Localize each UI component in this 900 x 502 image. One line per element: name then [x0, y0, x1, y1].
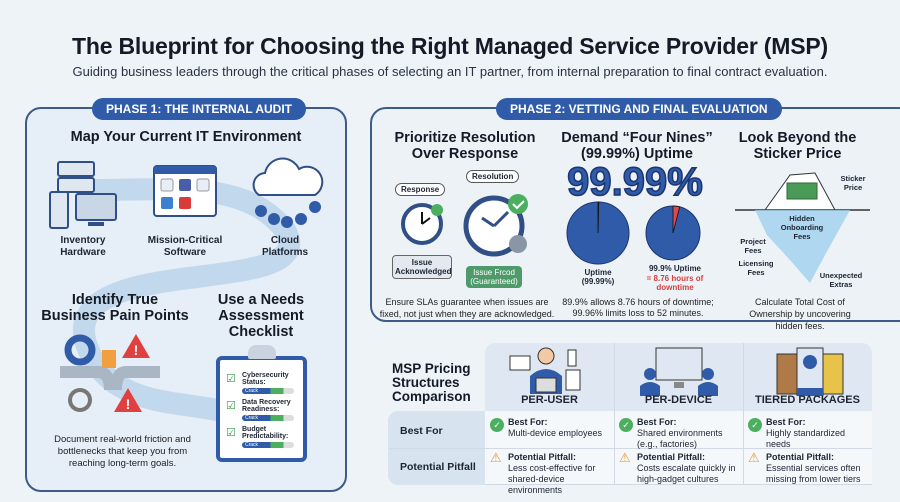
- app-window-icon: [153, 165, 217, 217]
- best-for-heading: Best For:: [508, 417, 548, 427]
- tiered-packages-icon: [776, 347, 844, 396]
- warning-icon: ⚠: [619, 450, 631, 465]
- cell-per-device-pitfall: ⚠ Potential Pitfall:Costs escalate quickl…: [619, 450, 743, 485]
- iceberg-icon: [735, 172, 870, 283]
- checklist-label: Budget Predictability:: [242, 426, 289, 440]
- phase2-badge: PHASE 2: VETTING AND FINAL EVALUATION: [496, 98, 782, 120]
- cell-tiered-pitfall: ⚠ Potential Pitfall:Essential services of…: [748, 450, 872, 485]
- pie-uptime-9999-downtime-slice: [597, 201, 600, 234]
- best-for-heading: Best For:: [637, 417, 677, 427]
- best-for-text: Highly standardized needs: [766, 428, 846, 449]
- uptime-big-number: 99.99%: [566, 159, 703, 205]
- warning-icon: ⚠: [748, 450, 760, 465]
- checkbox-icon: ☑: [226, 373, 236, 385]
- pitfall-heading: Potential Pitfall:: [508, 452, 577, 462]
- map-item-hardware: Inventory Hardware: [60, 235, 106, 258]
- per-user-icon: [509, 347, 581, 394]
- uptime-pies: [566, 201, 701, 265]
- pitfall-text: Essential services often missing from lo…: [766, 463, 861, 484]
- pitfall-text: Less cost-effective for shared-device en…: [508, 463, 596, 495]
- map-item-cloud: Cloud Platforms: [261, 235, 309, 258]
- pitfall-heading: Potential Pitfall:: [766, 452, 835, 462]
- check-circle-icon: ✓: [619, 418, 633, 432]
- row-label-pitfall: Potential Pitfall: [400, 461, 476, 473]
- response-tag: Response: [395, 183, 446, 196]
- rating-bar: Crack: [242, 415, 294, 421]
- uptime-title: Demand “Four Nines” (99.99%) Uptime: [561, 130, 713, 162]
- small-clock-icon: [401, 203, 443, 245]
- col-per-user: PER-USER: [521, 394, 578, 406]
- checklist-item: ☑ Data Recovery Readiness: Crack: [226, 399, 302, 426]
- unexpected-extras-label: Unexpected Extras: [819, 271, 863, 289]
- cell-tiered-best: ✓ Best For:Highly standardized needs: [748, 417, 872, 450]
- sticker-description: Calculate Total Cost of Ownership by unc…: [749, 297, 851, 331]
- svg-text:!: !: [126, 396, 131, 412]
- resolution-tag: Resolution: [466, 170, 520, 183]
- per-device-icon: [640, 347, 718, 396]
- issue-acknowledged-label: Issue Acknowledged: [392, 255, 452, 279]
- pie1-label: Uptime (99.99%): [581, 268, 615, 286]
- map-title: Map Your Current IT Environment: [70, 129, 302, 145]
- project-fees-label: Project Fees: [740, 237, 766, 255]
- row-label-best-for: Best For: [400, 425, 443, 437]
- column-divider: [614, 343, 615, 485]
- best-for-text: Shared environments (e.g., factories): [637, 428, 723, 449]
- pricing-title: MSP Pricing Structures Comparison: [392, 361, 471, 404]
- best-for-text: Multi-device employees: [508, 428, 603, 438]
- pie2-label: 99.9% Uptime: [648, 264, 702, 273]
- licensing-fees-label: Licensing Fees: [738, 259, 774, 277]
- checklist-item: ☑ Budget Predictability: Crack: [226, 426, 302, 453]
- clipboard-clip: [248, 345, 276, 359]
- rating-bar: Crack: [242, 388, 294, 394]
- cell-per-user-pitfall: ⚠ Potential Pitfall:Less cost-effective f…: [490, 450, 614, 496]
- warning-icon: ⚠: [490, 450, 502, 465]
- checklist-title: Use a Needs Assessment Checklist: [217, 292, 305, 340]
- checklist-label: Cybersecurity Status:: [242, 372, 289, 386]
- pitfall-heading: Potential Pitfall:: [637, 452, 706, 462]
- resolution-description: Ensure SLAs guarantee when issues are fi…: [379, 297, 555, 319]
- column-divider: [743, 343, 744, 485]
- pipes-gears-icon: ! !: [60, 334, 160, 412]
- uptime-description: 89.9% allows 8.76 hours of downtime; 99.…: [562, 297, 714, 318]
- checkbox-icon: ☑: [226, 400, 236, 412]
- pitfall-text: Costs escalate quickly in high-gadget cu…: [637, 463, 736, 484]
- sticker-price-label: Sticker Price: [840, 174, 866, 192]
- pricing-table: MSP Pricing Structures Comparison Best F…: [388, 343, 872, 495]
- pain-description: Document real-world friction and bottlen…: [54, 434, 191, 469]
- cell-per-user-best: ✓ Best For:Multi-device employees: [490, 417, 612, 439]
- cloud-icon: [252, 157, 324, 228]
- sticker-title: Look Beyond the Sticker Price: [738, 130, 857, 162]
- page-subtitle: Guiding business leaders through the cri…: [72, 64, 828, 79]
- page-title: The Blueprint for Choosing the Right Man…: [72, 33, 828, 59]
- large-clock-icon: [463, 194, 528, 257]
- svg-text:!: !: [134, 342, 139, 358]
- row-divider: [390, 448, 872, 449]
- pie-uptime-999-downtime-slice: [672, 205, 681, 234]
- server-computer-icon: [49, 161, 117, 229]
- pain-title: Identify True Business Pain Points: [41, 292, 189, 324]
- resolution-title: Prioritize Resolution Over Response: [394, 130, 536, 162]
- pie2-note: = 8.76 hours of downtime: [646, 274, 704, 292]
- rating-bar: Crack: [242, 442, 294, 448]
- checkbox-icon: ☑: [226, 427, 236, 439]
- hidden-fees-label: Hidden Onboarding Fees: [780, 214, 824, 241]
- cell-per-device-best: ✓ Best For:Shared environments (e.g., fac…: [619, 417, 741, 450]
- phase1-badge: PHASE 1: THE INTERNAL AUDIT: [92, 98, 307, 120]
- col-tiered: TIERED PACKAGES: [755, 394, 860, 406]
- checklist-item: ☑ Cybersecurity Status: Crack: [226, 372, 302, 399]
- check-circle-icon: ✓: [748, 418, 762, 432]
- best-for-heading: Best For:: [766, 417, 806, 427]
- issue-fixed-label: Issue Frcod (Guaranteed): [466, 266, 522, 288]
- col-per-device: PER-DEVICE: [644, 394, 713, 406]
- checklist-label: Data Recovery Readiness:: [242, 399, 291, 413]
- map-item-software: Mission-Critical Software: [147, 235, 223, 258]
- check-circle-icon: ✓: [490, 418, 504, 432]
- checklist-items: ☑ Cybersecurity Status: Crack ☑ Data Recove…: [226, 372, 302, 453]
